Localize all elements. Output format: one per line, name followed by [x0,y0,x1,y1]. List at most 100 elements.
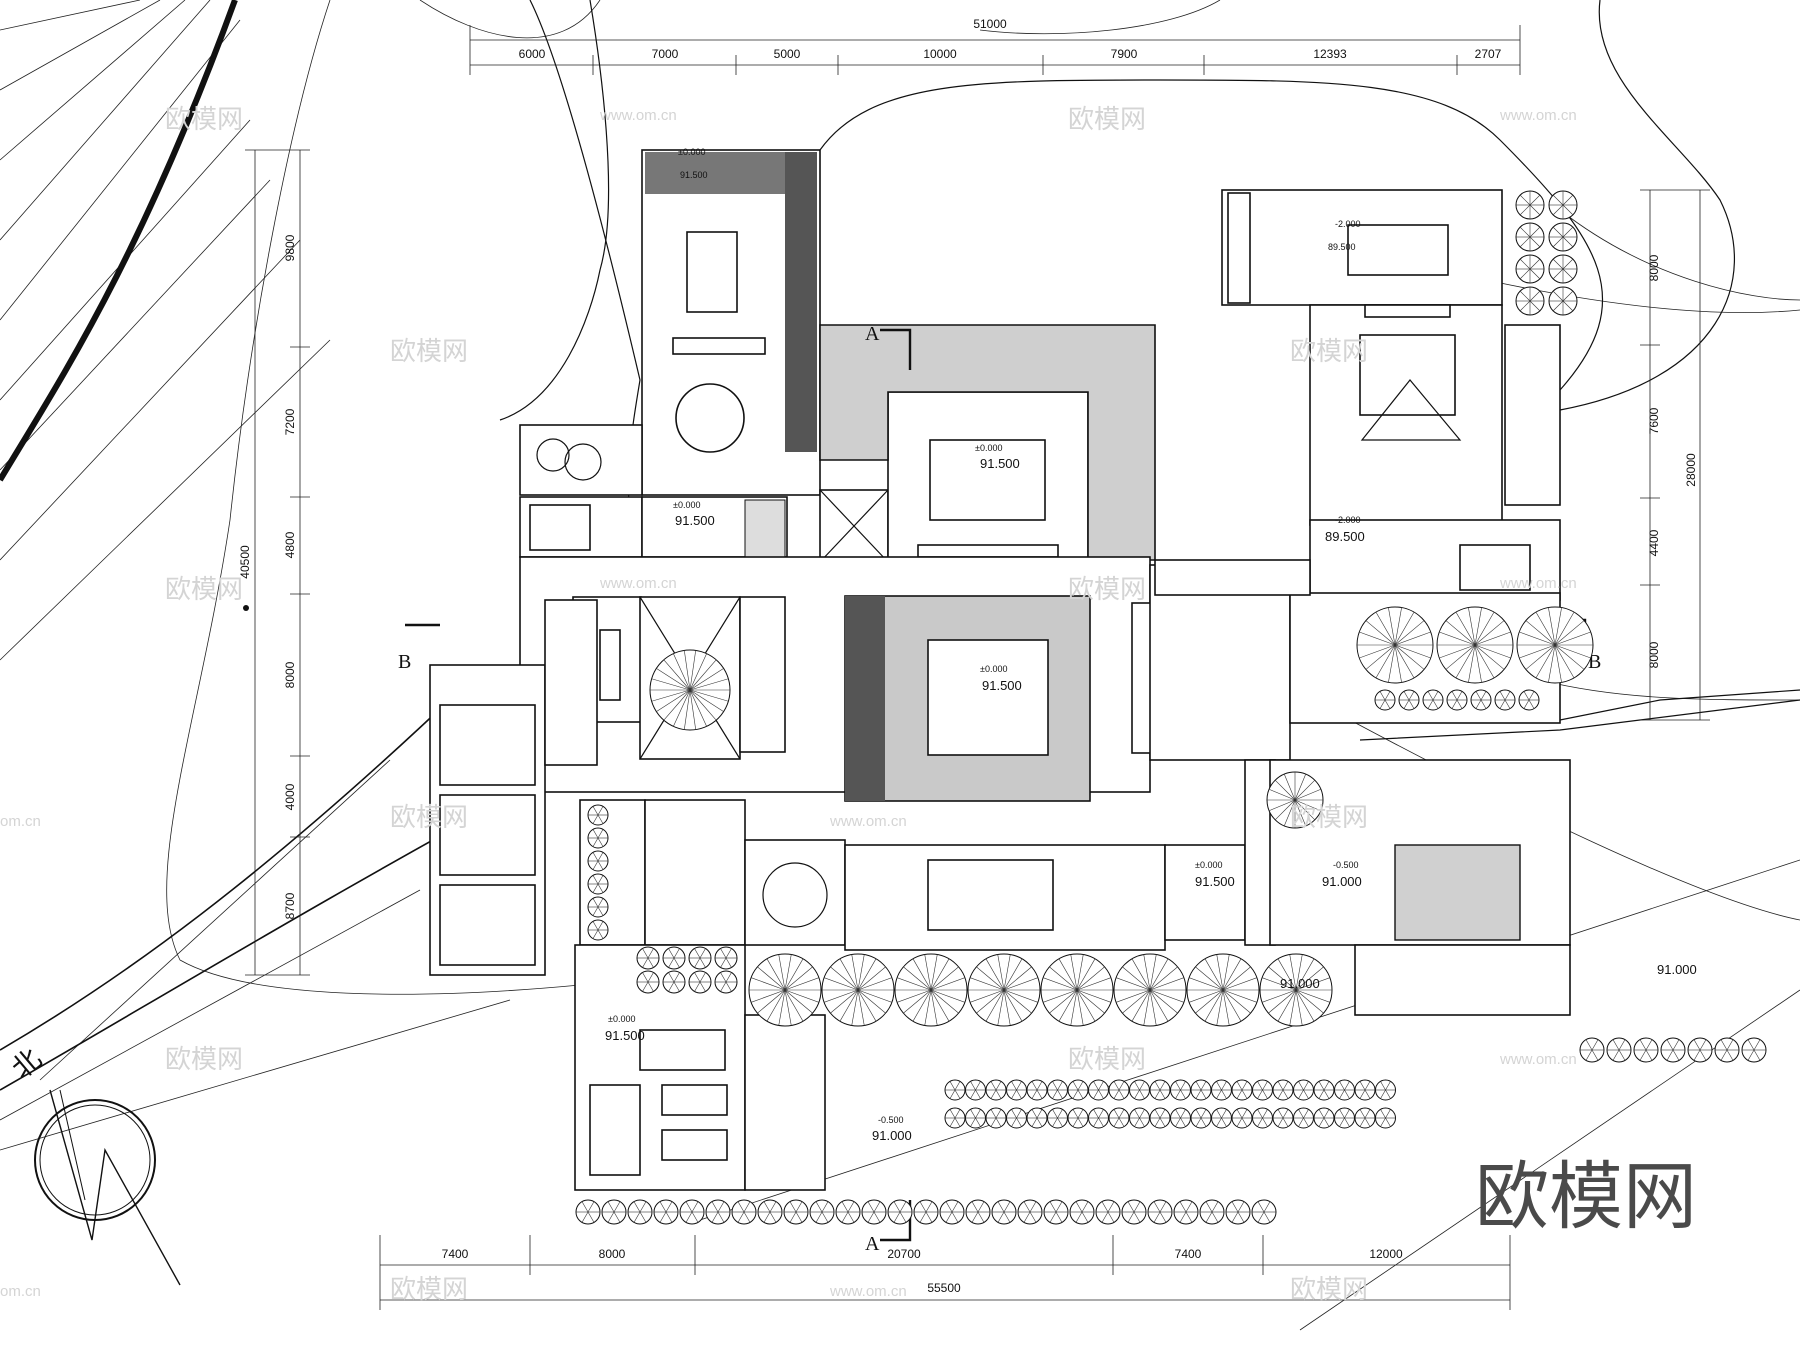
tree-symbol [748,953,822,1027]
site-level: 91.000 [1657,962,1697,977]
tree-symbol [1313,1107,1335,1129]
tree-symbol [967,953,1041,1027]
tree-symbol [1129,1107,1150,1129]
south-tree-court [744,839,846,946]
parked-car-3 [661,1129,728,1161]
bottom-dim-3: 20700 [887,1247,921,1261]
tree-symbol [1516,606,1594,684]
left-total-dimension: 40500 [238,545,252,579]
watermark-url-8: www.om.cn [829,1283,907,1300]
tree-symbol [1518,689,1540,711]
tree-symbol [587,919,609,941]
brand-watermark: 欧模网 [1475,1154,1697,1240]
tree-symbol [662,970,686,994]
right-dim-1: 8000 [1647,254,1661,281]
tree-symbol [965,1199,991,1225]
tree-symbol [714,946,738,970]
sideboard [672,337,766,355]
tree-symbol [1231,1079,1253,1101]
watermark-10: 欧模网 [1068,1045,1146,1075]
watermark-url-5: om.cn [0,813,41,830]
tree-symbol [1375,1107,1396,1129]
watermark-12: 欧模网 [1290,1275,1368,1305]
suite2-level: 89.500 [1325,529,1365,544]
tree-symbol [1129,1079,1150,1101]
tree-symbol [1375,1079,1396,1101]
tree-symbol [601,1199,627,1225]
tree-symbol [1147,1199,1173,1225]
patio-level-minus: -0.500 [1333,860,1359,870]
top-dim-6: 12393 [1313,47,1347,61]
tree-symbol [1067,1079,1089,1101]
tree-symbol [1047,1107,1068,1129]
tree-symbol [1190,1107,1212,1129]
tree-symbol [1149,1107,1171,1129]
garage-ramp [744,1014,826,1191]
tree-symbol [1660,1037,1686,1063]
suite-bathroom [1504,324,1561,506]
stair-level: 91.500 [675,513,715,528]
central-courtyard-pool [844,595,1091,802]
tree-symbol [1515,190,1545,220]
tree-symbol [1515,222,1545,252]
bottom-dimension-labels: 7400 8000 20700 7400 12000 [442,1247,1403,1261]
tree-symbol [1494,689,1516,711]
tree-symbol [587,804,609,826]
left-dimension-chain [245,149,310,976]
tree-symbol [1211,1079,1232,1101]
tree-symbol [1108,1107,1130,1129]
patio-level: 91.000 [1322,874,1362,889]
tree-symbol [1446,689,1468,711]
tree-symbol [1436,606,1514,684]
tree-symbol [679,1199,705,1225]
watermark-5: 欧模网 [165,575,243,605]
dining-east-deck [785,152,817,452]
tree-symbol [985,1079,1007,1101]
dining-level-zero: ±0.000 [678,147,705,157]
court-level-zero: ±0.000 [980,664,1007,674]
tree-symbol [965,1107,986,1129]
east-corridor [1154,559,1311,596]
right-total-dimension: 28000 [1684,453,1698,487]
top-dimension-labels: 6000 7000 5000 10000 7900 12393 2707 [519,47,1502,61]
parked-car-2 [661,1084,728,1116]
tree-symbol [1272,1079,1294,1101]
tree-symbol [1334,1079,1355,1101]
west-tree-patio [519,424,643,496]
tree-symbol [1006,1079,1027,1101]
left-dim-5: 4000 [283,783,297,810]
watermark-url-3: www.om.cn [599,575,677,592]
tree-symbol [757,1199,783,1225]
tree-symbol [1170,1079,1191,1101]
watermark-url-4: www.om.cn [1499,575,1577,592]
bottom-dimension-chain [379,1235,1511,1310]
tree-symbol [587,896,609,918]
tree-symbol [1113,953,1187,1027]
tree-symbol [1225,1199,1251,1225]
right-dim-4: 8000 [1647,641,1661,668]
right-dim-3: 4400 [1647,529,1661,556]
top-dim-5: 7900 [1111,47,1138,61]
left-dim-2: 7200 [283,408,297,435]
top-dim-7: 2707 [1475,47,1502,61]
tree-symbol [575,1199,601,1225]
tree-symbol [1293,1107,1314,1129]
tree-symbol [965,1079,986,1101]
tree-symbol [636,970,660,994]
tree-symbol [1272,1107,1294,1129]
bottom-dim-4: 7400 [1175,1247,1202,1261]
tree-symbol [944,1079,966,1101]
tree-symbol [1354,1107,1376,1129]
tree-symbol [627,1199,653,1225]
tree-symbol [653,1199,679,1225]
tree-symbol [1026,1107,1048,1129]
tree-symbol [1190,1079,1212,1101]
watermark-url-2: www.om.cn [1499,107,1577,124]
tree-symbol [1548,222,1578,252]
top-dim-2: 7000 [652,47,679,61]
tree-symbol [587,873,609,895]
south-garden-west [579,799,646,946]
tree-symbol [1422,689,1444,711]
tree-symbol [809,1199,835,1225]
